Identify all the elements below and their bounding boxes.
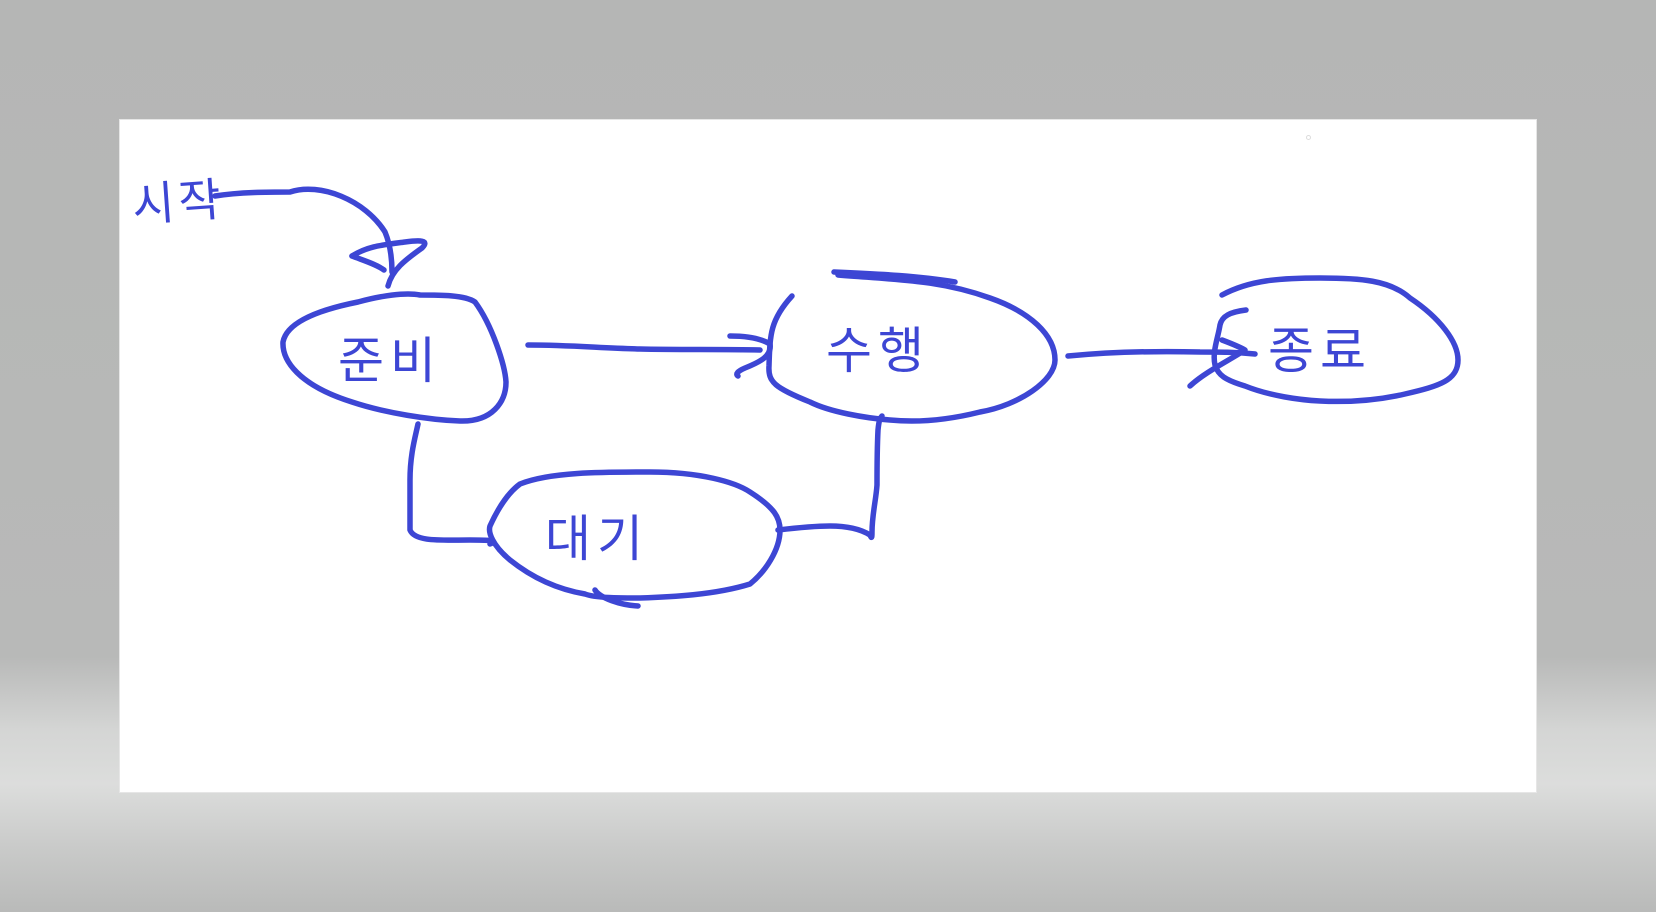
arrow-execute-to-done [1065, 348, 1258, 359]
arrow-execute-to-done-head [1187, 337, 1248, 389]
node-prepare-outline [280, 291, 509, 424]
state-diagram: 시작 준비 수행 종료 대기 [130, 172, 1461, 609]
arrow-prepare-to-execute [525, 342, 763, 353]
start-arrow-tick [349, 253, 387, 273]
whiteboard-canvas: 시작 준비 수행 종료 대기 [120, 120, 1536, 792]
node-prepare-label: 준비 [338, 332, 442, 390]
connector-wait-to-execute [775, 413, 885, 541]
connector-prepare-to-wait [407, 421, 496, 547]
node-wait-bottom-stroke [592, 587, 641, 609]
node-execute-outline [766, 272, 1058, 424]
start-arrow-head [349, 238, 428, 289]
arrow-prepare-to-execute-head [727, 333, 773, 379]
node-execute-label: 수행 [826, 322, 930, 380]
node-done-label: 종료 [1268, 322, 1372, 380]
stray-dot [1306, 135, 1311, 140]
node-done-outline [1211, 275, 1461, 405]
start-label: 시작 [130, 172, 226, 232]
node-execute-top-stroke [831, 269, 958, 285]
node-wait-label: 대기 [545, 510, 649, 568]
start-arrow-line [212, 186, 395, 275]
node-wait-outline [486, 469, 783, 601]
